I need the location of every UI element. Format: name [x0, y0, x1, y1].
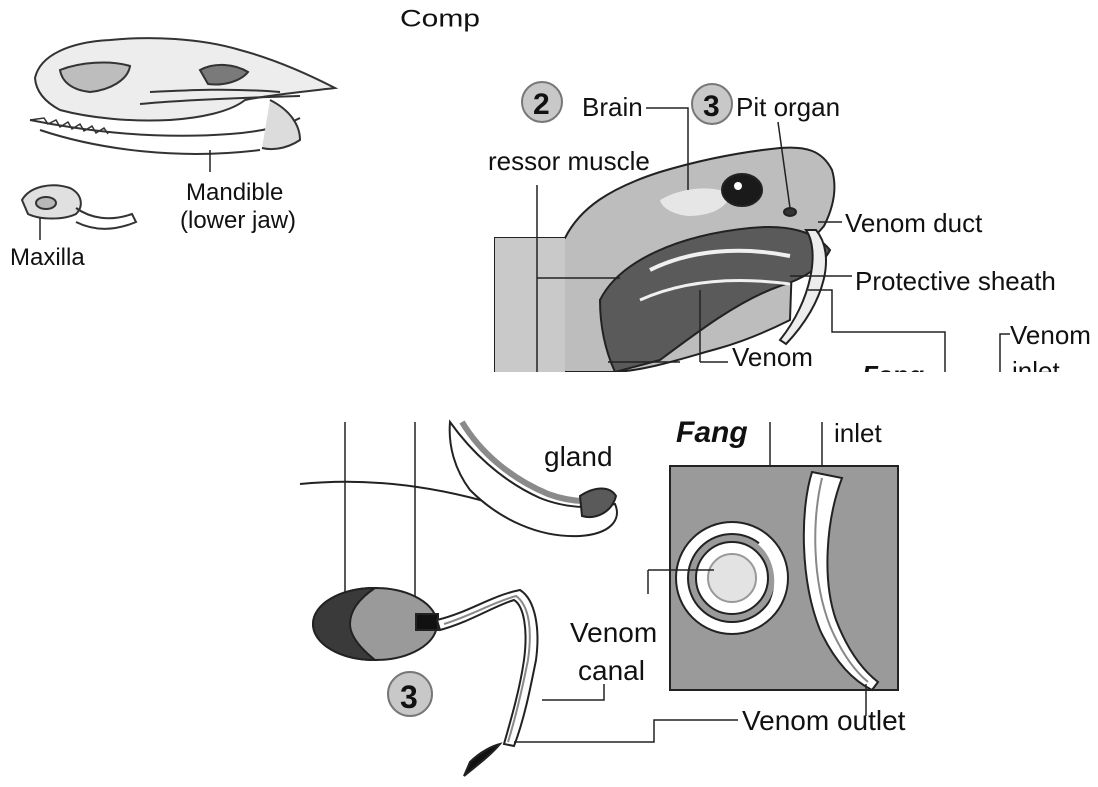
svg-text:3: 3 — [703, 90, 720, 123]
svg-text:2: 2 — [533, 88, 550, 121]
snake-head — [495, 148, 834, 372]
maxilla-bone — [22, 185, 136, 228]
label-venom-gland-top: Venom — [732, 342, 813, 372]
label-venom-outlet: Venom outlet — [742, 705, 906, 736]
label-venom-inlet-bottom: inlet — [834, 418, 882, 448]
label-venom-canal-line2: canal — [578, 655, 645, 686]
partial-title: Comp — [400, 4, 480, 31]
label-protective-sheath: Protective sheath — [855, 266, 1056, 296]
label-fang-bottom: Fang — [676, 416, 748, 449]
badge-pit-organ: 3 — [692, 84, 732, 124]
split-gap — [0, 372, 1098, 422]
badge-brain: 2 — [522, 82, 562, 122]
label-maxilla: Maxilla — [10, 244, 85, 271]
label-mandible-line2: (lower jaw) — [180, 207, 296, 234]
label-pit-organ: Pit organ — [736, 92, 840, 122]
venom-canal-leader-bottom — [542, 684, 604, 700]
label-gland: gland — [544, 441, 613, 472]
label-venom-inlet-top1: Venom — [1010, 320, 1091, 350]
label-brain: Brain — [582, 92, 643, 122]
fang-cross-section-panel — [670, 466, 898, 690]
label-venom-duct: Venom duct — [845, 208, 983, 238]
label-venom-canal-line1: Venom — [570, 617, 657, 648]
label-mandible-line1: Mandible — [186, 179, 283, 206]
snake-skull — [30, 38, 335, 154]
label-compressor-muscle: ressor muscle — [488, 146, 650, 176]
venom-outlet-leader — [514, 720, 738, 742]
svg-text:3: 3 — [400, 679, 418, 715]
venom-inlet-bracket — [1000, 334, 1010, 372]
venom-gland-lower — [300, 422, 617, 536]
badge-fang: 3 — [388, 672, 432, 716]
